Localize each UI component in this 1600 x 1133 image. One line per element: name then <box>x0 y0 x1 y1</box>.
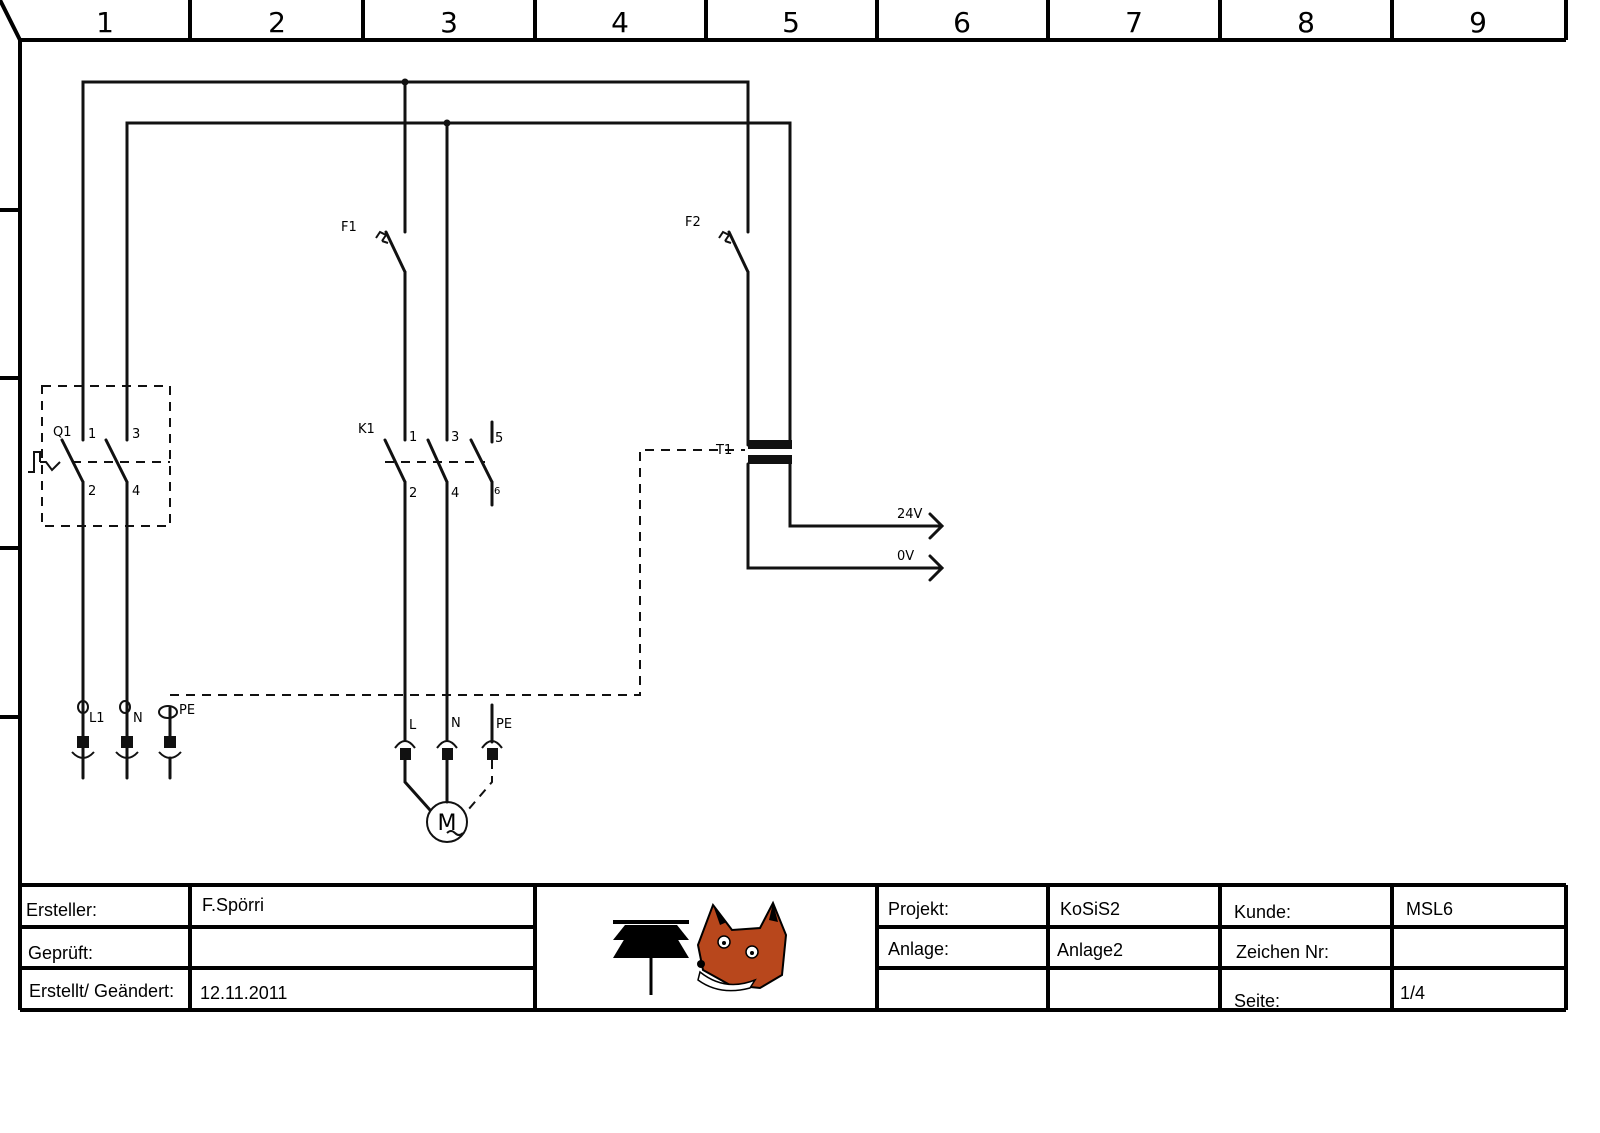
motor-circuit: L N PE M <box>394 703 512 843</box>
tree-logo-icon <box>613 920 689 995</box>
column-number: 9 <box>1469 6 1487 39</box>
seite-label: Seite: <box>1234 991 1280 1011</box>
transformer-t1: T1 24V 0V <box>715 440 945 582</box>
junction-dot <box>401 78 409 86</box>
geprueft-label: Geprüft: <box>28 943 93 963</box>
pe-conductor <box>170 449 745 696</box>
thermal-release-icon <box>28 451 61 473</box>
thermal-trip-icon <box>375 230 389 244</box>
anlage-value: Anlage2 <box>1057 940 1123 960</box>
circuit-breaker-q1: Q1 1 3 2 4 <box>28 385 171 777</box>
ersteller-value: F.Spörri <box>202 895 264 915</box>
terminal-label: N <box>133 711 143 726</box>
q1-label: Q1 <box>53 425 72 440</box>
junction-dot <box>443 119 451 127</box>
erstellt-value: 12.11.2011 <box>200 983 287 1003</box>
contact-number: 1 <box>88 427 96 442</box>
contact-number: 1 <box>409 430 417 445</box>
fuse-f1: F1 <box>341 220 407 442</box>
terminal-label: L1 <box>89 711 105 726</box>
contact-number: 4 <box>451 486 459 501</box>
column-number: 6 <box>953 6 971 39</box>
t1-label: T1 <box>715 443 732 458</box>
column-number: 8 <box>1297 6 1315 39</box>
contact-number: 2 <box>409 486 417 501</box>
motor-symbol <box>426 801 468 843</box>
column-number: 1 <box>96 6 114 39</box>
supply-terminals: L1 N PE <box>71 700 195 780</box>
ac-tilde-icon <box>446 830 464 836</box>
contact-number: 5 <box>495 431 503 446</box>
seite-value: 1/4 <box>1400 983 1425 1003</box>
contactor-k1: K1 1 3 5 2 4 6 <box>358 420 503 742</box>
column-number: 3 <box>440 6 458 39</box>
terminal-l1: L1 <box>71 700 105 780</box>
f1-label: F1 <box>341 220 357 235</box>
column-numbers: 1 2 3 4 5 6 7 8 9 <box>96 6 1487 39</box>
f2-label: F2 <box>685 215 701 230</box>
output-0v-label: 0V <box>897 549 914 564</box>
supply-wires <box>81 78 792 447</box>
terminal-label: PE <box>496 717 512 732</box>
arrow-24v-icon <box>928 512 945 540</box>
contact-number: 4 <box>132 484 140 499</box>
contact-number: 2 <box>88 484 96 499</box>
terminal-n: N <box>115 700 143 780</box>
column-number: 2 <box>268 6 286 39</box>
column-number: 4 <box>611 6 629 39</box>
fox-logo-icon <box>696 900 788 992</box>
motor-label: M <box>438 811 457 836</box>
terminal-label: L <box>409 718 417 733</box>
kunde-value: MSL6 <box>1406 899 1453 919</box>
k1-label: K1 <box>358 422 375 437</box>
column-number: 7 <box>1125 6 1143 39</box>
terminal-pe: PE <box>158 703 195 780</box>
zeichen-label: Zeichen Nr: <box>1236 942 1329 962</box>
terminal-label: PE <box>179 703 195 718</box>
ersteller-label: Ersteller: <box>26 900 97 920</box>
fuse-f2: F2 <box>685 215 750 447</box>
projekt-label: Projekt: <box>888 899 949 919</box>
drawing-frame <box>0 0 1568 1010</box>
column-number: 5 <box>782 6 800 39</box>
anlage-label: Anlage: <box>888 939 949 959</box>
output-24v-label: 24V <box>897 507 923 522</box>
terminal-label: N <box>451 716 461 731</box>
title-block: Ersteller: F.Spörri Geprüft: Erstellt/ G… <box>20 883 1568 1012</box>
thermal-trip-icon <box>718 230 732 244</box>
projekt-value: KoSiS2 <box>1060 899 1120 919</box>
kunde-label: Kunde: <box>1234 902 1291 922</box>
contact-number: 3 <box>451 430 459 445</box>
arrow-0v-icon <box>928 554 945 582</box>
contact-number: 6 <box>494 486 500 497</box>
erstellt-label: Erstellt/ Geändert: <box>29 981 174 1001</box>
contact-number: 3 <box>132 427 140 442</box>
